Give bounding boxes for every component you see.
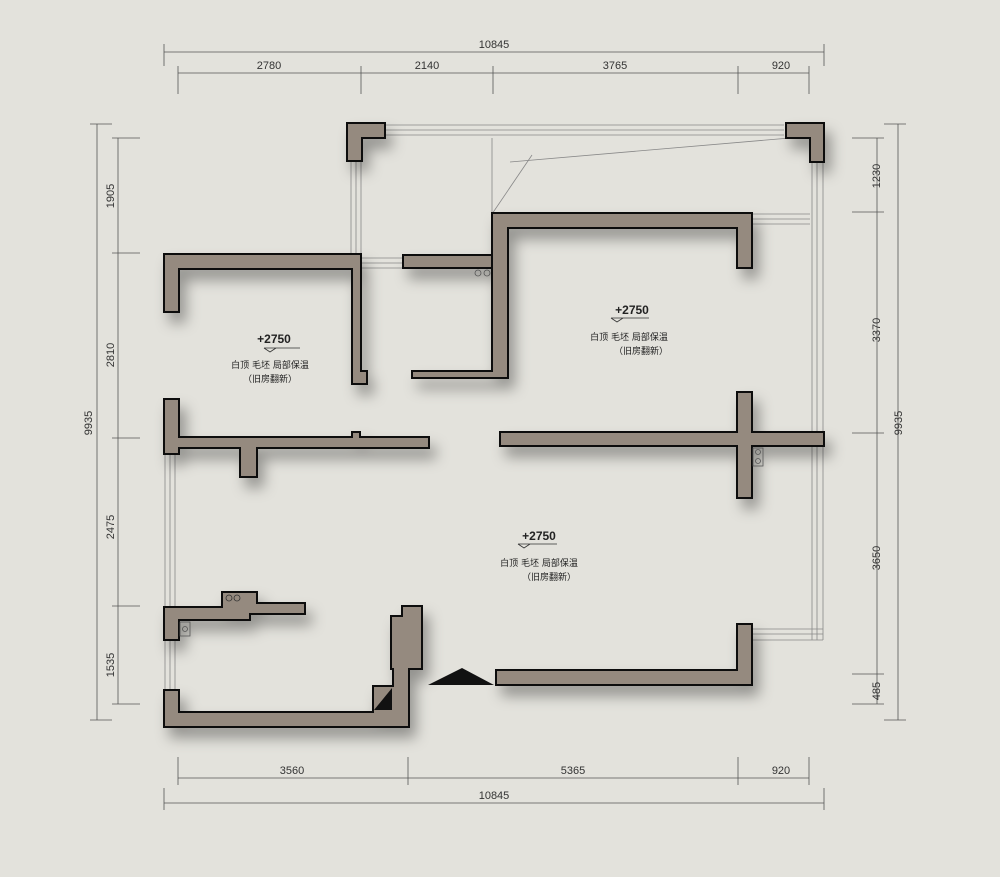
wall-kitchen-counter bbox=[163, 591, 306, 641]
pipe-icon bbox=[483, 269, 491, 277]
pipe-icon bbox=[233, 594, 241, 602]
top-segment-label: 2140 bbox=[415, 60, 439, 72]
right-segment-label: 1230 bbox=[871, 164, 883, 188]
room-note-sub: （旧房翻新） bbox=[614, 345, 668, 357]
wall-left-divider bbox=[163, 398, 430, 478]
bottom-dimensions: 3560 5365 920 10845 bbox=[163, 757, 825, 810]
right-total-label: 9935 bbox=[893, 411, 905, 435]
room-elevation: +2750 bbox=[522, 529, 556, 543]
room-label-1: +2750 白顶 毛坯 局部保温 （旧房翻新） bbox=[231, 332, 309, 385]
pipe-icon bbox=[179, 621, 191, 637]
room-note: 白顶 毛坯 局部保温 bbox=[590, 331, 668, 343]
pipe-icon bbox=[225, 594, 233, 602]
top-segment-label: 3765 bbox=[603, 60, 627, 72]
left-segment-label: 1905 bbox=[105, 184, 117, 208]
room-label-3: +2750 白顶 毛坯 局部保温 （旧房翻新） bbox=[500, 529, 578, 583]
right-dimensions: 1230 3370 3650 485 9935 bbox=[852, 123, 906, 721]
pipe-icon bbox=[474, 269, 482, 277]
bottom-segment-label: 3560 bbox=[280, 765, 304, 777]
shaft-icon bbox=[374, 688, 392, 710]
fixtures bbox=[179, 269, 764, 710]
bottom-segment-label: 920 bbox=[772, 765, 790, 777]
room-note-sub: （旧房翻新） bbox=[243, 373, 297, 385]
wall-balcony-right-corner bbox=[785, 122, 825, 163]
door-marker-icon bbox=[428, 668, 494, 685]
wall-bottom-left bbox=[163, 605, 423, 728]
room-note: 白顶 毛坯 局部保温 bbox=[500, 557, 578, 569]
bottom-total-label: 10845 bbox=[479, 790, 510, 802]
room-label-2: +2750 白顶 毛坯 局部保温 （旧房翻新） bbox=[590, 303, 668, 357]
left-dimensions: 9935 1905 2810 2475 1535 bbox=[83, 123, 140, 721]
pipe-icon bbox=[752, 447, 764, 467]
walls bbox=[163, 122, 825, 728]
left-segment-label: 1535 bbox=[105, 653, 117, 677]
top-dimensions: 10845 2780 2140 3765 920 bbox=[163, 39, 825, 94]
wall-bedroom-top bbox=[411, 212, 753, 379]
top-segment-label: 920 bbox=[772, 60, 790, 72]
wall-kitchen-top bbox=[402, 254, 493, 269]
right-segment-label: 3650 bbox=[871, 546, 883, 570]
windows bbox=[164, 124, 824, 690]
room-elevation: +2750 bbox=[257, 332, 291, 346]
room-note: 白顶 毛坯 局部保温 bbox=[231, 359, 309, 371]
left-segment-label: 2810 bbox=[105, 343, 117, 367]
wall-balcony-left-corner bbox=[346, 122, 386, 162]
right-segment-label: 485 bbox=[871, 682, 883, 700]
room-note-sub: （旧房翻新） bbox=[522, 571, 576, 583]
wall-right-divider bbox=[499, 391, 825, 499]
left-segment-label: 2475 bbox=[105, 515, 117, 539]
wall-bottom-right bbox=[495, 623, 753, 686]
right-segment-label: 3370 bbox=[871, 318, 883, 342]
left-total-label: 9935 bbox=[83, 411, 95, 435]
wall-left-bedroom bbox=[163, 253, 368, 385]
room-elevation: +2750 bbox=[615, 303, 649, 317]
top-segment-label: 2780 bbox=[257, 60, 281, 72]
top-total-label: 10845 bbox=[479, 39, 510, 51]
bottom-segment-label: 5365 bbox=[561, 765, 585, 777]
